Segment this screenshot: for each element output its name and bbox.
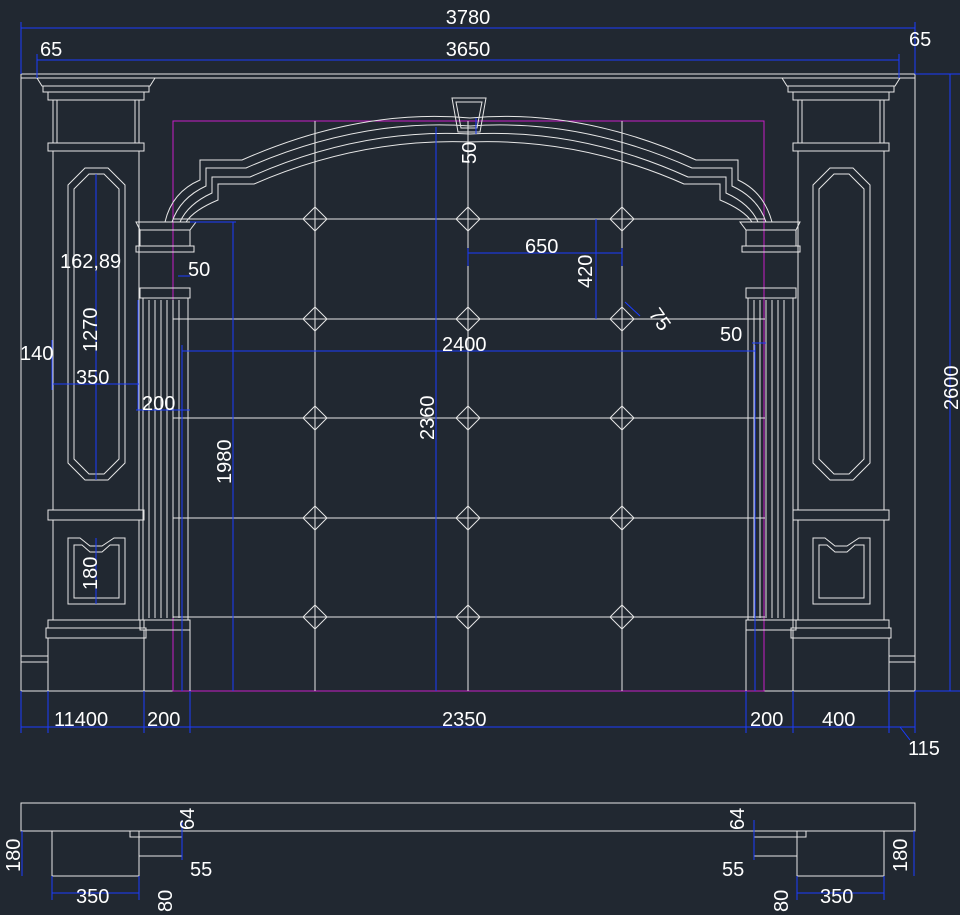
dim-oval-height: 1270	[80, 308, 102, 353]
dim-right-gap: 50	[720, 324, 742, 346]
dim-inner-height: 1980	[214, 440, 236, 485]
dim-plinth-left: 140	[20, 343, 53, 365]
dim-left-gap: 50	[188, 259, 210, 281]
dim-right-margin: 65	[909, 29, 931, 51]
dim-total-height: 2600	[941, 366, 960, 411]
plan-right-col: 80	[771, 890, 793, 912]
dim-oval-radius: 162,89	[60, 251, 121, 273]
dim-opening-width: 2400	[442, 334, 487, 356]
plan-left-depth: 180	[3, 839, 25, 872]
plan-right-width: 350	[820, 886, 853, 908]
dim-arch-key: 50	[459, 142, 481, 164]
dim-inner-width: 3650	[446, 39, 491, 61]
plan-left-step: 64	[177, 808, 199, 830]
dim-small-panel: 180	[80, 557, 102, 590]
dim-panel-height: 420	[575, 255, 597, 288]
left-column	[135, 221, 197, 691]
dim-bottom-left: 11400	[54, 709, 108, 731]
dim-bottom-offset: 115	[908, 738, 940, 760]
plan-view	[20, 802, 916, 900]
plan-right-step: 64	[727, 808, 749, 830]
dim-total-width: 3780	[446, 7, 491, 29]
dim-opening-height: 2360	[417, 396, 439, 441]
plan-left-col-step: 55	[190, 859, 212, 881]
dim-bottom-right: 400	[822, 709, 855, 731]
left-pilaster	[21, 77, 156, 691]
dim-pilaster-width: 350	[76, 367, 109, 389]
plan-left-col: 80	[155, 890, 177, 912]
dim-bottom-col-right: 200	[750, 709, 783, 731]
dimension-lines	[20, 22, 960, 741]
dim-panel-width: 650	[525, 236, 558, 258]
dim-bottom-center: 2350	[442, 709, 487, 731]
right-pilaster	[781, 77, 915, 691]
dim-diamond: 75	[644, 304, 675, 335]
arch-molding	[164, 97, 773, 223]
plan-left-width: 350	[76, 886, 109, 908]
plan-right-depth: 180	[890, 839, 912, 872]
plan-right-col-step: 55	[722, 859, 744, 881]
grid-diamonds	[302, 206, 635, 630]
dim-bottom-col-left: 200	[147, 709, 180, 731]
dim-left-margin: 65	[40, 39, 62, 61]
dim-column-width: 200	[142, 393, 175, 415]
right-column	[739, 221, 801, 691]
